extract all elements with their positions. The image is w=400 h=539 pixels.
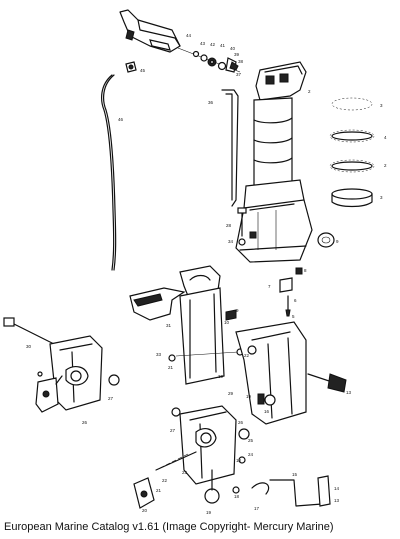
callout-2a: 2	[308, 89, 311, 94]
callout-14: 14	[334, 486, 340, 491]
callout-30a: 30	[218, 374, 224, 379]
callout-33: 33	[156, 352, 162, 357]
callout-28: 28	[226, 223, 232, 228]
callout-6: 6	[294, 298, 297, 303]
clamp-bracket-lower	[133, 405, 331, 509]
callout-37: 37	[236, 72, 242, 77]
callout-13: 13	[346, 390, 352, 395]
callout-15: 15	[292, 472, 298, 477]
callout-44: 44	[186, 33, 192, 38]
callout-39: 39	[234, 52, 240, 57]
clamp-bracket-left	[3, 317, 120, 413]
callout-30b: 30	[26, 344, 32, 349]
clamp-bracket-upper	[129, 265, 221, 321]
tiller-hardware	[177, 47, 241, 73]
callout-9b: 9	[236, 308, 239, 313]
callout-40: 40	[230, 46, 236, 51]
callout-2b: 2	[384, 163, 387, 168]
callout-3a: 3	[380, 103, 383, 108]
tiller-arm	[119, 9, 181, 53]
callout-26b: 26	[238, 420, 244, 425]
callout-29: 29	[228, 391, 234, 396]
callout-26a: 26	[82, 420, 88, 425]
link-rod	[221, 89, 239, 207]
callout-31: 31	[166, 323, 172, 328]
callout-23: 23	[182, 470, 188, 475]
callout-45: 45	[140, 68, 146, 73]
callout-46: 46	[118, 117, 124, 122]
callout-21: 21	[168, 365, 174, 370]
exploded-parts-diagram: 44 43 42 41 40 39 38 37 45 36 46 3 2 4 2…	[3, 9, 387, 515]
callout-4: 4	[384, 135, 387, 140]
callout-24: 24	[248, 452, 254, 457]
callout-9: 9	[336, 239, 339, 244]
callout-38: 38	[238, 59, 244, 64]
clamp-screw-right	[307, 373, 347, 393]
callout-19: 19	[246, 394, 252, 399]
small-clip-parts	[279, 267, 303, 317]
shift-rod	[101, 74, 117, 271]
image-caption: European Marine Catalog v1.61 (Image Cop…	[4, 521, 334, 533]
callout-22: 22	[244, 353, 250, 358]
callout-20: 20	[142, 508, 148, 513]
callout-43: 43	[200, 41, 206, 46]
cable-clip	[125, 61, 137, 73]
callout-21b: 21	[156, 488, 162, 493]
callout-36: 36	[208, 100, 214, 105]
callout-5: 5	[292, 314, 295, 319]
callout-17: 17	[254, 506, 260, 511]
callout-18b: 18	[234, 494, 240, 499]
callout-25: 25	[248, 438, 254, 443]
callout-41: 41	[220, 43, 226, 48]
callout-42: 42	[210, 42, 216, 47]
swivel-housing	[235, 61, 313, 263]
callout-27a: 27	[108, 396, 114, 401]
callout-13b: 13	[334, 498, 340, 503]
bearing-rings	[329, 97, 375, 208]
callout-3b: 3	[380, 195, 383, 200]
plug-9	[317, 232, 335, 248]
callout-16: 16	[264, 409, 270, 414]
callout-27b: 27	[170, 428, 176, 433]
callout-22b: 22	[162, 478, 168, 483]
callout-34: 34	[228, 239, 234, 244]
callout-10: 10	[224, 320, 230, 325]
bolt-28	[237, 207, 247, 246]
transom-bracket-right	[235, 321, 307, 425]
callout-18: 18	[236, 458, 242, 463]
callout-19b: 19	[206, 510, 212, 515]
callout-7: 7	[268, 284, 271, 289]
swivel-bracket	[168, 287, 244, 385]
callout-8: 8	[304, 268, 307, 273]
